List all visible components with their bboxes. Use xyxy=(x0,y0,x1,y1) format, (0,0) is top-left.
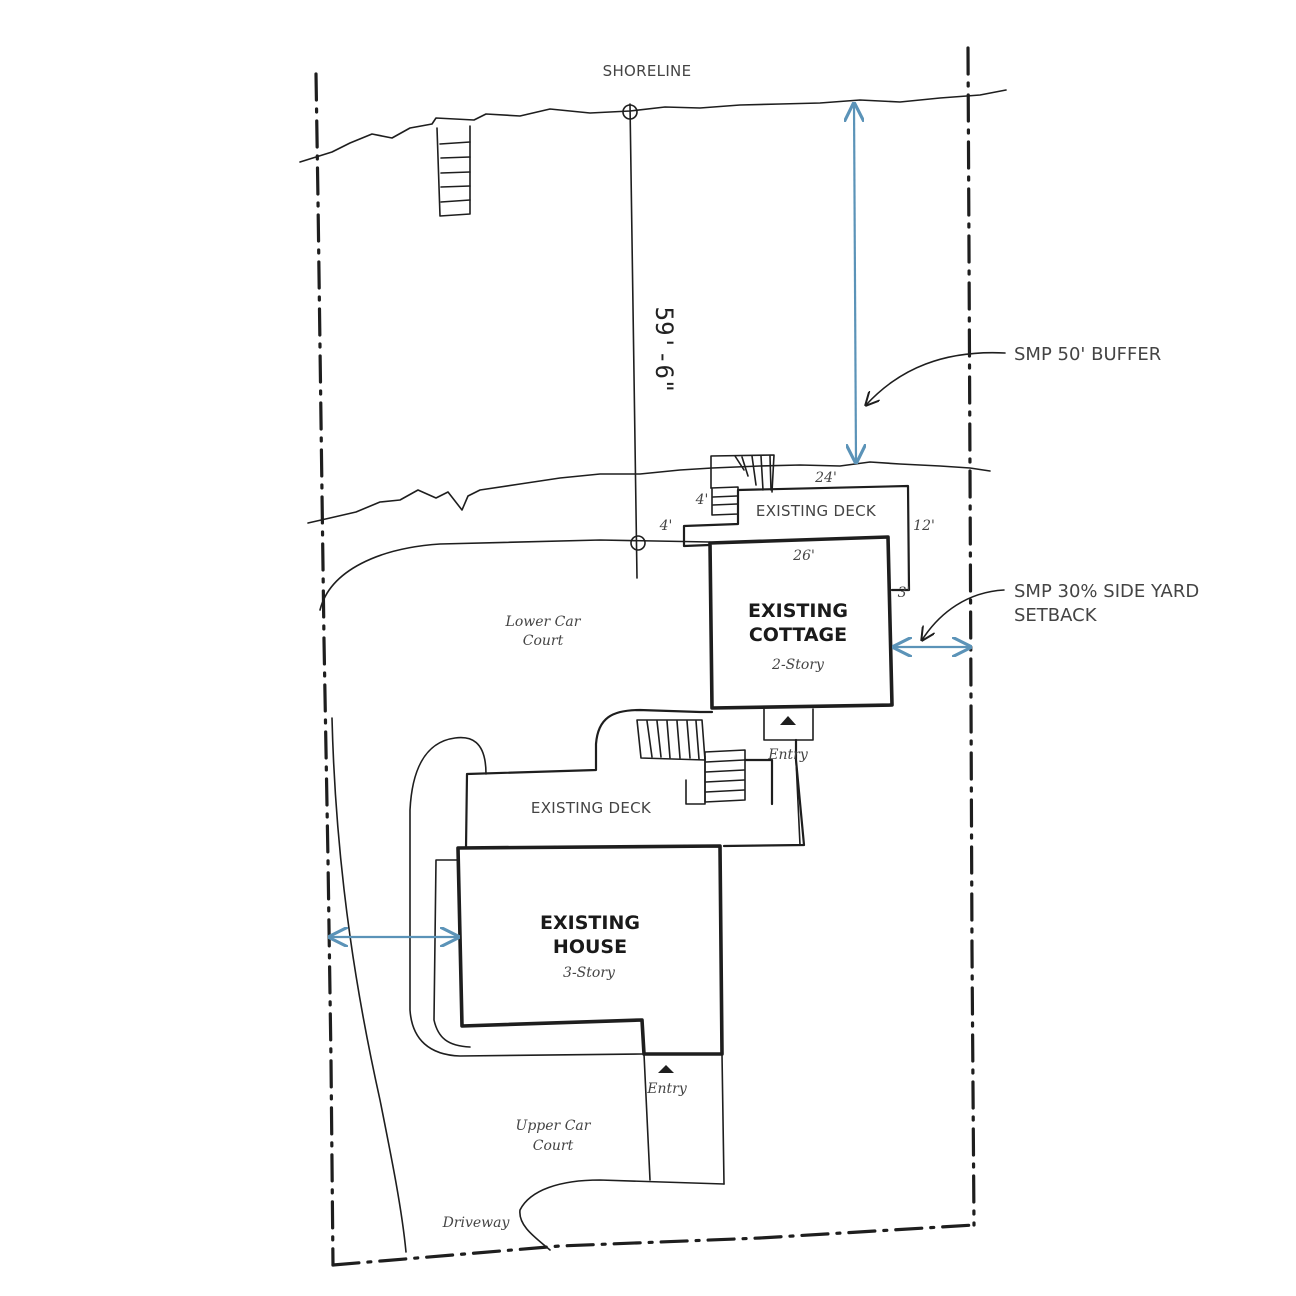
cottage-outline xyxy=(708,535,894,710)
buffer-line xyxy=(307,461,991,524)
property-line-left xyxy=(314,72,335,1267)
house-entry xyxy=(643,1053,725,1185)
lower-deck-wall xyxy=(795,759,801,846)
lower-court-label-2: Court xyxy=(523,633,564,649)
lower-court-label-1: Lower Car xyxy=(505,614,582,630)
property-line-bottom xyxy=(331,1223,976,1267)
driveway-label: Driveway xyxy=(442,1215,511,1231)
house-deck-label: EXISTING DECK xyxy=(531,799,652,817)
property-line-right xyxy=(966,46,976,1227)
side-yard-label-1: SMP 30% SIDE YARD xyxy=(1014,581,1199,602)
smp-buffer-label: SMP 50' BUFFER xyxy=(1014,344,1161,365)
cottage-story: 2-Story xyxy=(771,657,825,673)
house-story: 3-Story xyxy=(563,965,616,981)
shoreline xyxy=(299,89,1007,163)
cottage-deck-label: EXISTING DECK xyxy=(756,502,877,520)
cottage-width-dim: 26' xyxy=(792,548,815,564)
driveway-east-edge xyxy=(519,1179,725,1251)
cottage-title-1: EXISTING xyxy=(748,600,848,622)
cottage-entry xyxy=(763,708,814,741)
step-left-dim: 4' xyxy=(659,518,673,534)
lower-court-outline xyxy=(319,539,711,611)
upper-court-label-2: Court xyxy=(533,1138,574,1154)
west-walkway-inner xyxy=(433,859,471,1048)
buffer-dimension-arrow xyxy=(854,104,856,462)
deck-width-dim: 24' xyxy=(814,470,837,486)
side-yard-label-2: SETBACK xyxy=(1014,605,1098,626)
dimension-vertical-label: 59'-6" xyxy=(650,307,678,394)
deck-depth-dim: 12' xyxy=(913,518,935,534)
dimension-line-vertical xyxy=(622,103,646,579)
house-title-2: HOUSE xyxy=(553,936,627,958)
stair-left-dim: 4' xyxy=(695,492,709,508)
cottage-entry-label: Entry xyxy=(767,747,809,763)
house-deck-outline xyxy=(464,708,806,850)
cottage-offset-dim: 3' xyxy=(898,585,911,601)
house-title-1: EXISTING xyxy=(540,912,640,934)
side-yard-leader xyxy=(922,589,1005,640)
shoreline-label: SHORELINE xyxy=(603,62,692,80)
stairs-between-decks xyxy=(636,719,746,805)
stairs-top xyxy=(436,125,471,217)
house-entry-label: Entry xyxy=(646,1081,688,1097)
cottage-deck-outline xyxy=(682,484,911,592)
driveway-west-edge xyxy=(331,717,407,1253)
west-walkway xyxy=(409,736,643,1057)
buffer-leader xyxy=(866,351,1006,405)
cottage-title-2: COTTAGE xyxy=(749,624,847,646)
upper-court-label-1: Upper Car xyxy=(516,1118,592,1134)
